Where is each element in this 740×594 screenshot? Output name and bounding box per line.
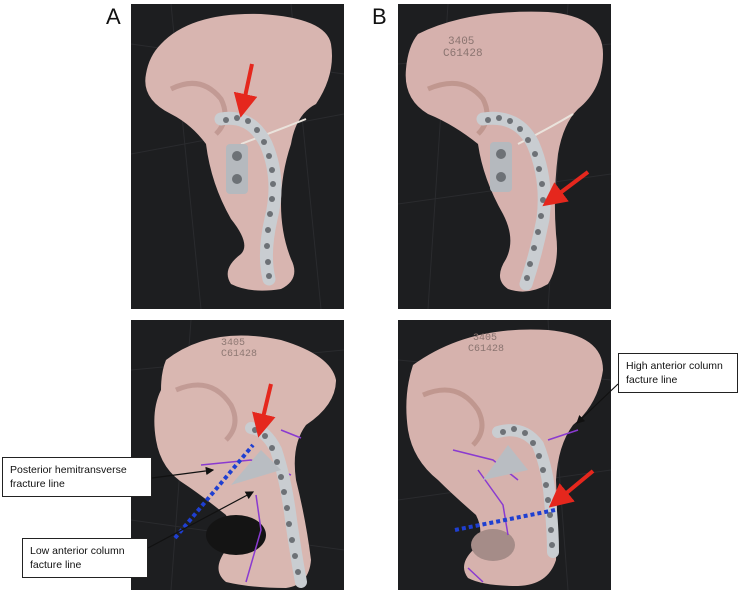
callout-posterior-hemitransverse: Posterior hemitransverse fracture line — [2, 457, 152, 497]
fixation-plate — [476, 111, 551, 291]
callout-high-anterior-column: High anterior column facture line — [618, 353, 738, 393]
callout-low-anterior-column: Low anterior column facture line — [22, 538, 148, 578]
model-serial-text: 3405 — [221, 338, 245, 349]
model-serial-text: C61428 — [221, 349, 257, 360]
model-serial-text: C61428 — [468, 344, 504, 355]
photo-b-top: 3405 C61428 — [398, 4, 611, 309]
panel-label-b: B — [372, 4, 387, 29]
photo-b-bottom: 3405 C61428 — [398, 320, 611, 590]
model-serial-text: 3405 — [448, 36, 474, 48]
panel-label-a: A — [106, 4, 121, 29]
model-serial-text: 3405 — [473, 333, 497, 344]
photo-a-top — [131, 4, 344, 309]
photo-a-bottom: 3405 C61428 — [131, 320, 344, 590]
model-serial-text: C61428 — [443, 48, 483, 60]
